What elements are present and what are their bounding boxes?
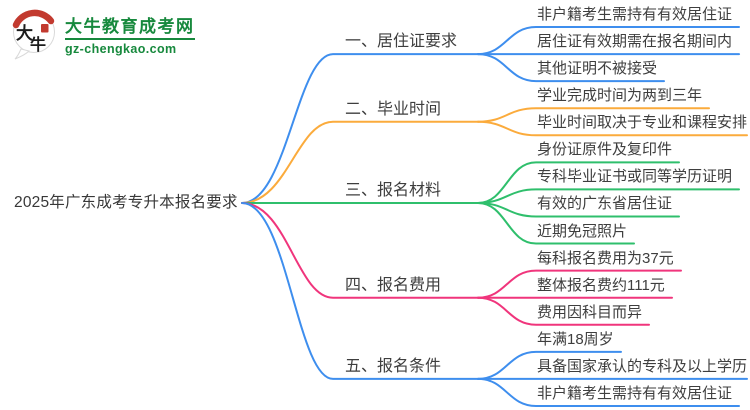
leaf-node: 每科报名费用为37元 xyxy=(537,249,674,267)
branch-node: 三、报名材料 xyxy=(345,181,442,199)
connector-line xyxy=(477,120,748,137)
connector-line xyxy=(477,296,650,326)
connector-line xyxy=(241,202,479,380)
leaf-node: 非户籍考生需持有有效居住证 xyxy=(537,6,733,23)
leaf-node: 专科毕业证书或同等学历证明 xyxy=(537,168,733,186)
leaf-node: 居住证有效期需在报名期间内 xyxy=(537,33,733,51)
leaf-node: 毕业时间取决于专业和课程安排 xyxy=(537,114,748,132)
connector-line xyxy=(241,202,479,299)
leaf-node: 有效的广东省居住证 xyxy=(537,195,673,213)
site-logo: 大 牛 大牛教育成考网 gz-chengkao.com xyxy=(10,8,195,60)
branch-node: 五、报名条件 xyxy=(345,357,442,375)
branch-node: 四、报名费用 xyxy=(345,276,442,294)
leaf-node: 费用因科目而异 xyxy=(537,303,643,321)
logo-divider xyxy=(65,38,195,40)
logo-seal xyxy=(41,24,49,33)
leaf-node: 身份证原件及复印件 xyxy=(537,141,673,159)
connector-line xyxy=(477,53,665,83)
logo-bubble-icon: 大 牛 xyxy=(12,9,55,60)
connector-line xyxy=(477,350,622,380)
logo-icon-char-bottom: 牛 xyxy=(30,35,46,54)
leaf-node: 具备国家承认的专科及以上学历 xyxy=(537,357,748,375)
connector-line xyxy=(477,201,635,245)
connector-line xyxy=(477,377,740,407)
connector-line xyxy=(241,120,479,204)
leaf-node: 其他证明不被接受 xyxy=(537,60,658,78)
root-node: 2025年广东成考专升本报名要求 xyxy=(14,194,238,211)
leaf-node: 年满18周岁 xyxy=(537,330,614,348)
logo-title: 大牛教育成考网 xyxy=(65,17,195,36)
branch-node: 二、毕业时间 xyxy=(345,100,442,118)
logo-red-arc xyxy=(12,9,55,29)
logo-icon-char-top: 大 xyxy=(16,23,33,43)
logo-url: gz-chengkao.com xyxy=(65,42,177,56)
leaf-node: 整体报名费约111元 xyxy=(537,276,665,294)
connector-line xyxy=(477,26,740,56)
logo-bubble-tail xyxy=(14,48,30,60)
connector-line xyxy=(477,161,680,204)
branch-node: 一、居住证要求 xyxy=(345,33,458,51)
connector-line xyxy=(477,269,682,299)
leaf-node: 学业完成时间为两到三年 xyxy=(537,87,703,105)
connector-line xyxy=(241,53,479,204)
leaf-node: 非户籍考生需持有有效居住证 xyxy=(537,384,733,402)
leaf-node: 近期免冠照片 xyxy=(537,222,628,240)
